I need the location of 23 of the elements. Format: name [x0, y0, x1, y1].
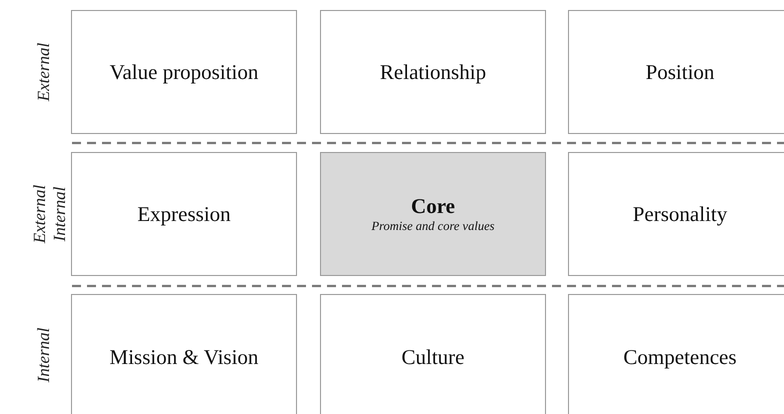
box-title: Value proposition	[110, 60, 258, 84]
perspective-label: Internal	[34, 328, 54, 382]
box-title: Culture	[402, 344, 464, 370]
box-title: Mission & Vision	[110, 344, 258, 370]
perspective-label: External	[34, 42, 54, 102]
element-box	[568, 152, 784, 276]
element-box	[71, 152, 297, 276]
element-box	[568, 294, 784, 414]
element-box	[320, 294, 546, 414]
box-title: Expression	[137, 202, 231, 226]
core-box	[320, 152, 546, 276]
element-box	[320, 10, 546, 134]
perspective-label: External	[30, 184, 50, 244]
box-title: Position	[646, 60, 714, 84]
box-title: Core	[411, 194, 455, 219]
box-subtitle: Promise and core values	[371, 219, 494, 234]
perspective-label: Internal	[50, 186, 70, 242]
box-title: Competences	[623, 344, 737, 370]
element-box	[568, 10, 784, 134]
box-title: Relationship	[380, 60, 486, 84]
element-box	[71, 10, 297, 134]
element-box	[71, 294, 297, 414]
box-title: Personality	[632, 202, 728, 226]
